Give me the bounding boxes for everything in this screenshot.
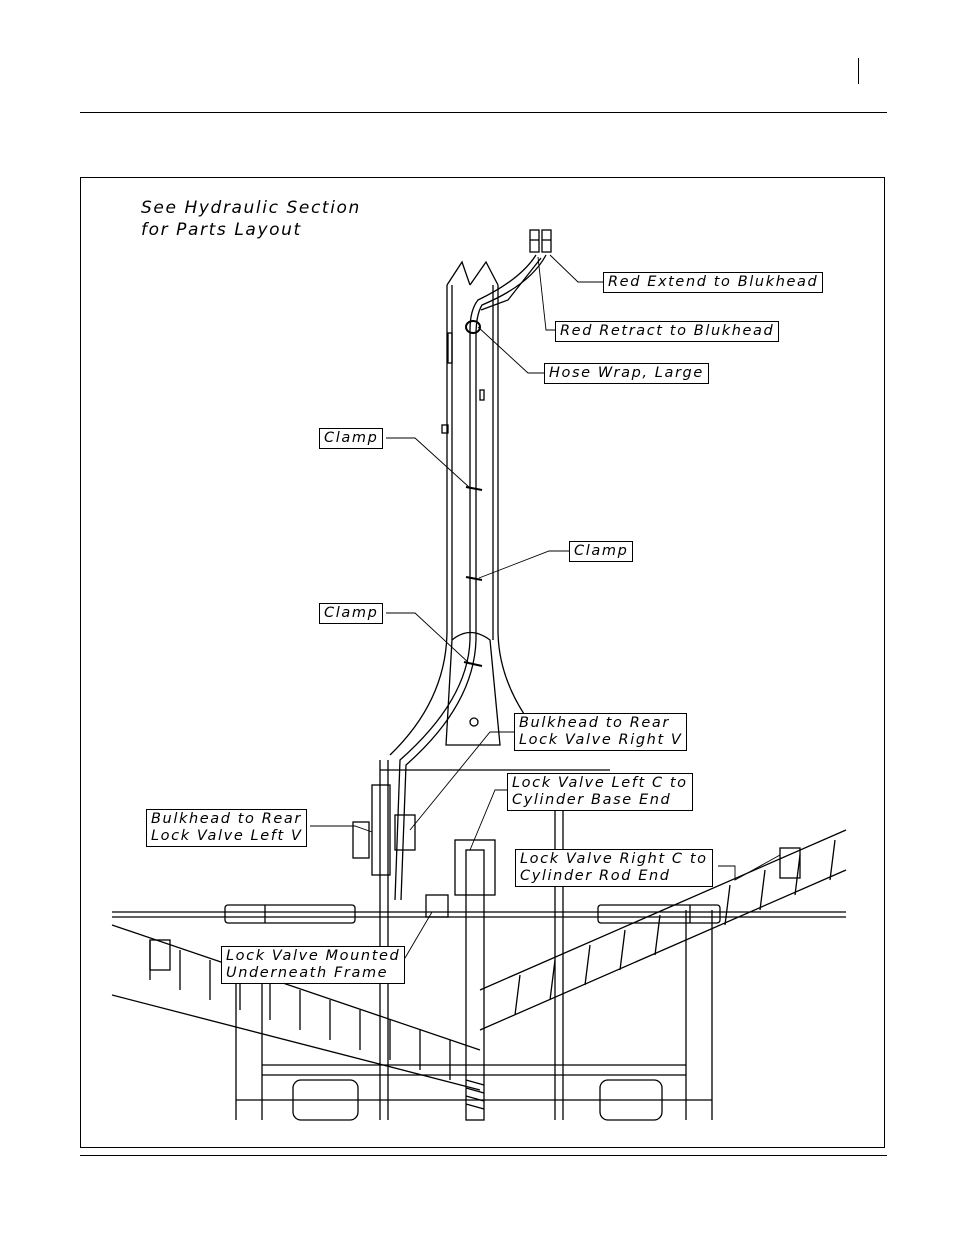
leader-hose-wrap: [477, 326, 545, 374]
callout-hose-wrap: Hose Wrap, Large: [544, 363, 709, 384]
leader-red-retract: [537, 256, 555, 331]
hose-b: [400, 254, 547, 901]
header-rule: [80, 112, 887, 113]
hose-a: [394, 254, 537, 901]
coupler-left: [529, 229, 540, 253]
leader-lock-right-c: [718, 854, 781, 881]
leader-red-extend: [549, 254, 603, 283]
callout-line: Lock Valve Left C to: [512, 775, 688, 791]
leader-bulkhead-left: [310, 825, 373, 833]
callout-red-extend: Red Extend to Blukhead: [603, 272, 824, 293]
note-line-1: See Hydraulic Section: [141, 198, 361, 218]
coupler-right: [541, 229, 552, 253]
leader-bulkhead-right: [409, 731, 515, 831]
page-header-tick: [858, 58, 859, 84]
callout-bulkhead-rear-right: Bulkhead to Rear Lock Valve Right V: [514, 713, 688, 751]
gusset-plate: [445, 631, 501, 746]
wheel-left: [292, 1079, 359, 1121]
leader-lock-left-c: [469, 789, 508, 851]
bulkhead-plate: [371, 784, 391, 876]
tongue-left-wall: [389, 285, 448, 756]
callout-line: Cylinder Rod End: [520, 868, 671, 884]
callout-lock-valve-right-c: Lock Valve Right C to Cylinder Rod End: [515, 849, 713, 887]
center-shaft: [465, 849, 485, 1121]
callout-line: Lock Valve Right V: [519, 732, 683, 748]
tongue-top-right: [469, 260, 499, 286]
wheel-right: [599, 1079, 663, 1121]
tongue-top-left: [446, 260, 471, 286]
leader-clamp-lower: [386, 612, 471, 665]
callout-line: Bulkhead to Rear: [519, 715, 670, 731]
hose-c: [480, 257, 542, 311]
disc-gang-right: [479, 829, 847, 1031]
tongue-right-wall: [497, 285, 549, 746]
callout-lock-valve-mounted: Lock Valve Mounted Underneath Frame: [221, 946, 406, 984]
note-line-2: for Parts Layout: [141, 220, 302, 240]
callout-line: Bulkhead to Rear: [151, 811, 302, 827]
callout-clamp-middle: Clamp: [569, 541, 634, 562]
figure-frame: [80, 177, 885, 1148]
callout-line: Lock Valve Left V: [151, 828, 303, 844]
lock-valve-left: [425, 894, 449, 918]
footer-rule: [80, 1155, 887, 1156]
leader-clamp-middle: [478, 550, 569, 579]
cylinder-left: [224, 904, 356, 924]
callout-clamp-upper: Clamp: [319, 428, 384, 449]
callout-red-retract: Red Retract to Blukhead: [555, 321, 780, 342]
callout-line: Cylinder Base End: [512, 792, 672, 808]
lock-valve-right: [454, 839, 496, 896]
callout-line: Underneath Frame: [226, 965, 389, 981]
callout-clamp-lower: Clamp: [319, 603, 384, 624]
parts-layout-note: See Hydraulic Section for Parts Layout: [141, 197, 361, 241]
callout-lock-valve-left-c: Lock Valve Left C to Cylinder Base End: [507, 773, 693, 811]
callout-line: Lock Valve Mounted: [226, 948, 401, 964]
leader-clamp-upper: [386, 437, 471, 489]
callout-bulkhead-rear-left: Bulkhead to Rear Lock Valve Left V: [146, 809, 308, 847]
hose-wrap: [465, 320, 481, 334]
callout-line: Lock Valve Right C to: [520, 851, 708, 867]
